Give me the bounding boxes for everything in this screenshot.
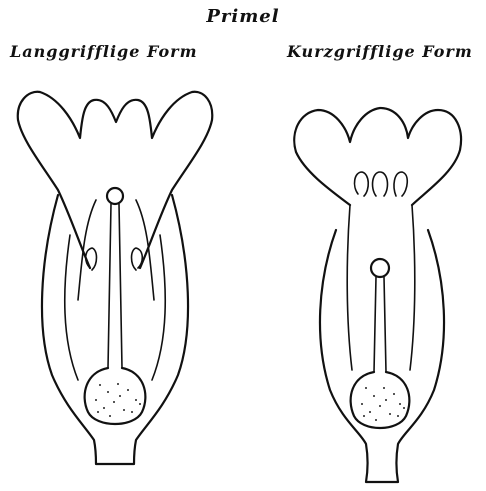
long-style-ovary-stipple bbox=[95, 383, 141, 417]
short-style-anther-right bbox=[394, 172, 407, 196]
long-style-flower bbox=[18, 92, 212, 464]
short-style-corolla-outline bbox=[294, 108, 461, 205]
long-style-ovary bbox=[85, 368, 146, 424]
short-style-calyx bbox=[320, 230, 444, 482]
short-style-flower bbox=[294, 108, 461, 482]
short-style-anther-middle bbox=[373, 172, 388, 196]
long-style-style bbox=[108, 204, 122, 368]
short-style-anther-left bbox=[355, 172, 369, 196]
long-style-stigma bbox=[107, 188, 123, 204]
short-style-ovary bbox=[351, 372, 410, 428]
short-style-ovary-stipple bbox=[361, 387, 405, 421]
short-style-style bbox=[374, 277, 386, 372]
short-style-stigma bbox=[371, 259, 389, 277]
short-style-tube-walls bbox=[347, 205, 415, 370]
